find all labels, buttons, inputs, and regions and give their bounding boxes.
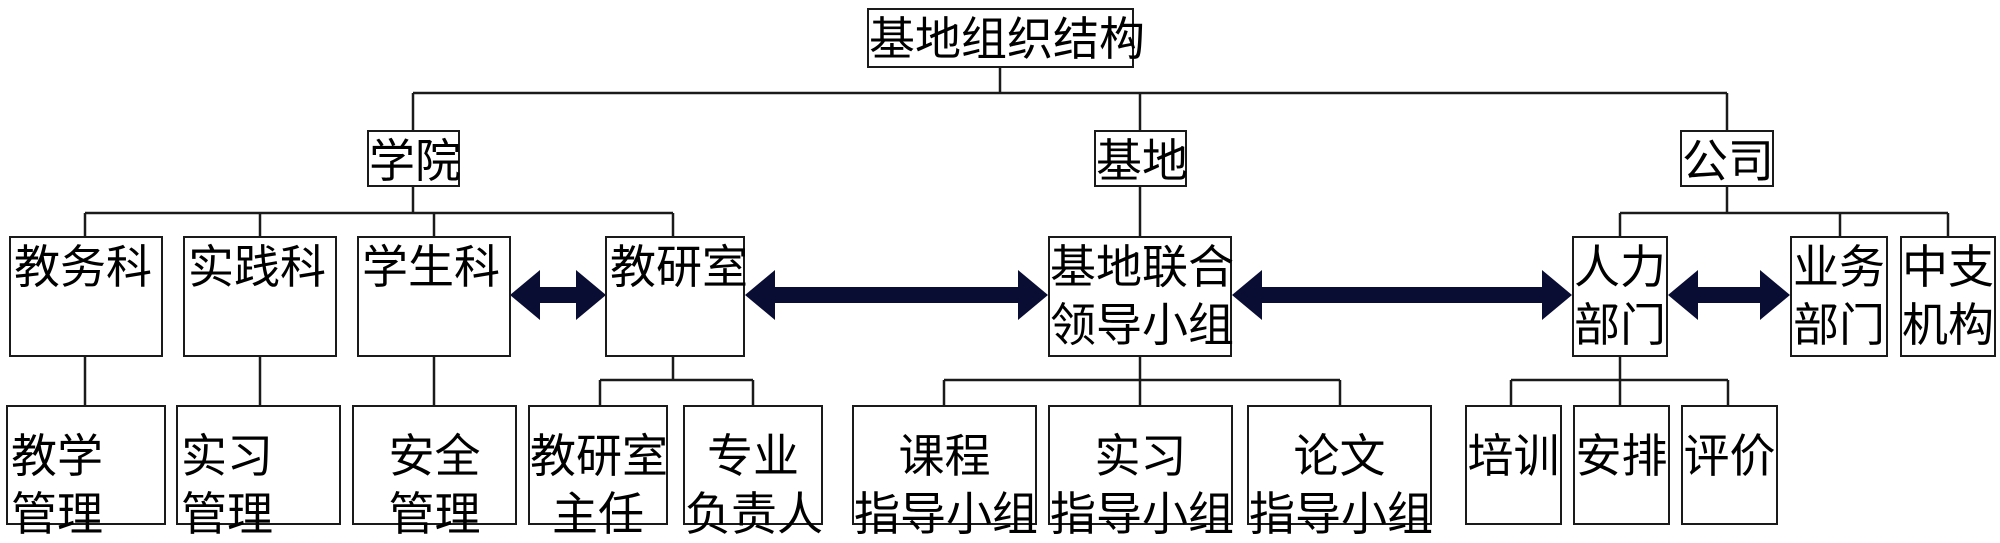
node-base: 基地 bbox=[1094, 130, 1188, 188]
node-company: 公司 bbox=[1680, 130, 1774, 188]
node-training: 培训 bbox=[1465, 405, 1562, 525]
node-teaching-research: 教研室 bbox=[605, 236, 748, 357]
arrow-students-research bbox=[510, 270, 606, 320]
connector-root bbox=[411, 68, 1729, 130]
node-course-guide-line1: 课程 bbox=[898, 429, 991, 483]
node-thesis-guide: 论文 指导小组 bbox=[1247, 405, 1433, 541]
node-teaching-affairs-label: 教务科 bbox=[14, 240, 152, 294]
node-company-label: 公司 bbox=[1682, 134, 1774, 188]
node-business-line2: 部门 bbox=[1793, 298, 1885, 352]
node-business: 业务 部门 bbox=[1790, 236, 1888, 357]
node-base-label: 基地 bbox=[1096, 134, 1188, 188]
node-training-label: 培训 bbox=[1467, 429, 1560, 483]
node-arrangement-label: 安排 bbox=[1575, 429, 1668, 483]
node-branch-line2: 机构 bbox=[1902, 298, 1994, 352]
connector-joint-group bbox=[942, 357, 1342, 405]
node-joint-group: 基地联合 领导小组 bbox=[1048, 236, 1234, 357]
connector-layer bbox=[83, 68, 1950, 405]
node-joint-group-line1: 基地联合 bbox=[1050, 240, 1234, 294]
node-major-leader-line1: 专业 bbox=[707, 429, 799, 483]
root-node: 基地组织结构 bbox=[867, 8, 1145, 68]
node-teaching-research-label: 教研室 bbox=[610, 240, 748, 294]
node-practice: 实践科 bbox=[183, 236, 337, 357]
node-teaching-mgmt-line2: 管理 bbox=[11, 487, 103, 541]
arrow-research-joint bbox=[745, 270, 1048, 320]
node-course-guide: 课程 指导小组 bbox=[852, 405, 1038, 541]
node-safety-mgmt-line2: 管理 bbox=[388, 487, 481, 541]
node-branch: 中支 机构 bbox=[1900, 236, 1996, 357]
node-branch-line1: 中支 bbox=[1902, 240, 1994, 294]
node-course-guide-line2: 指导小组 bbox=[854, 487, 1038, 541]
node-college-label: 学院 bbox=[369, 134, 461, 188]
node-college: 学院 bbox=[367, 130, 461, 188]
node-students: 学生科 bbox=[357, 236, 511, 357]
node-research-director-line2: 主任 bbox=[552, 487, 644, 541]
connector-company bbox=[1618, 187, 1950, 236]
node-internship-guide: 实习 指导小组 bbox=[1048, 405, 1234, 541]
node-major-leader: 专业 负责人 bbox=[683, 405, 823, 541]
node-hr: 人力 部门 bbox=[1572, 236, 1668, 357]
connector-college bbox=[83, 187, 675, 236]
arrow-hr-business bbox=[1668, 270, 1790, 320]
node-internship-mgmt: 实习 管理 bbox=[176, 405, 341, 541]
node-internship-guide-line1: 实习 bbox=[1094, 429, 1187, 483]
node-internship-mgmt-line1: 实习 bbox=[181, 429, 273, 483]
node-major-leader-line2: 负责人 bbox=[685, 487, 823, 541]
node-teaching-affairs: 教务科 bbox=[9, 236, 163, 357]
node-practice-label: 实践科 bbox=[188, 240, 326, 294]
node-evaluation: 评价 bbox=[1681, 405, 1778, 525]
node-internship-guide-line2: 指导小组 bbox=[1050, 487, 1234, 541]
node-thesis-guide-line2: 指导小组 bbox=[1249, 487, 1433, 541]
node-safety-mgmt-line1: 安全 bbox=[388, 429, 481, 483]
root-title: 基地组织结构 bbox=[869, 12, 1145, 66]
node-safety-mgmt: 安全 管理 bbox=[352, 405, 517, 541]
node-students-label: 学生科 bbox=[362, 240, 500, 294]
node-hr-line1: 人力 bbox=[1574, 240, 1666, 294]
node-internship-mgmt-line2: 管理 bbox=[181, 487, 273, 541]
connector-hr bbox=[1509, 357, 1730, 405]
node-arrangement: 安排 bbox=[1573, 405, 1670, 525]
connector-teaching-research bbox=[598, 357, 755, 405]
node-joint-group-line2: 领导小组 bbox=[1050, 298, 1234, 352]
node-teaching-mgmt: 教学 管理 bbox=[6, 405, 166, 541]
node-business-line1: 业务 bbox=[1793, 240, 1885, 294]
node-research-director-line1: 教研室 bbox=[530, 429, 668, 483]
node-thesis-guide-line1: 论文 bbox=[1293, 429, 1386, 483]
arrow-joint-hr bbox=[1232, 270, 1572, 320]
node-research-director: 教研室 主任 bbox=[528, 405, 668, 541]
node-teaching-mgmt-line1: 教学 bbox=[11, 429, 103, 483]
node-hr-line2: 部门 bbox=[1574, 298, 1666, 352]
node-evaluation-label: 评价 bbox=[1683, 429, 1776, 483]
